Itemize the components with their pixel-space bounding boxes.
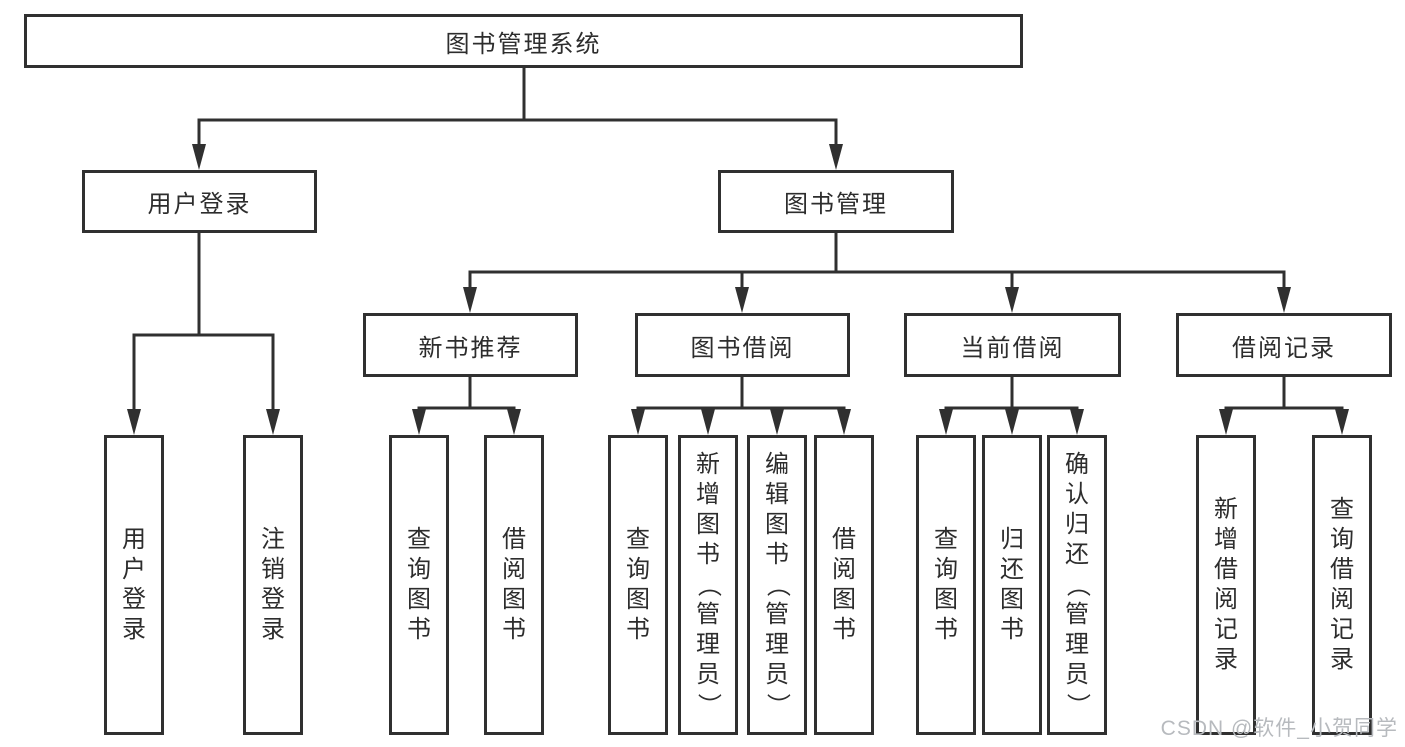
- leaf-newbook-borrow-books-label: 借阅图书: [502, 526, 526, 643]
- leaf-add-borrow-record: 新增借阅记录: [1196, 435, 1256, 735]
- arrowhead-bb-edit: [770, 409, 784, 435]
- arrowhead-bb-query: [631, 409, 645, 435]
- node-new-book-recommend: 新书推荐: [363, 313, 578, 377]
- book-management-connectors: [463, 233, 1291, 313]
- arrowhead-cb-query: [939, 409, 953, 435]
- leaf-borrow-query-books: 查询图书: [608, 435, 668, 735]
- node-new-book-recommend-label: 新书推荐: [418, 334, 523, 362]
- leaf-add-books-admin: 新增图书（管理员）: [678, 435, 738, 735]
- arrowhead-new-book: [463, 287, 477, 313]
- arrowhead-current-borrow: [1005, 287, 1019, 313]
- node-book-borrow-label: 图书借阅: [690, 334, 795, 362]
- node-book-borrow: 图书借阅: [635, 313, 850, 377]
- arrowhead-borrow-records: [1277, 287, 1291, 313]
- leaf-current-query-books: 查询图书: [916, 435, 976, 735]
- leaf-return-books: 归还图书: [982, 435, 1042, 735]
- leaf-newbook-query-books: 查询图书: [389, 435, 449, 735]
- arrowhead-book-management: [829, 144, 843, 170]
- arrowhead-user-login: [192, 144, 206, 170]
- arrowhead-leaf-logout: [266, 409, 280, 435]
- leaf-borrow-query-books-label: 查询图书: [626, 526, 650, 643]
- current-borrow-group-connectors: [939, 377, 1084, 435]
- leaf-borrow-borrow-books: 借阅图书: [814, 435, 874, 735]
- node-borrow-records: 借阅记录: [1176, 313, 1392, 377]
- root-connectors: [192, 68, 843, 170]
- leaf-add-borrow-record-label: 新增借阅记录: [1214, 496, 1238, 673]
- leaf-query-borrow-record: 查询借阅记录: [1312, 435, 1372, 735]
- node-library-system: 图书管理系统: [24, 14, 1023, 68]
- arrowhead-cb-return: [1005, 409, 1019, 435]
- new-book-group-connectors: [412, 377, 521, 435]
- arrowhead-bb-add: [701, 409, 715, 435]
- leaf-user-login: 用户登录: [104, 435, 164, 735]
- arrowhead-nb-borrow: [507, 409, 521, 435]
- leaf-return-books-label: 归还图书: [1000, 526, 1024, 643]
- leaf-edit-books-admin-label: 编辑图书（管理员）: [764, 451, 791, 718]
- node-book-management: 图书管理: [718, 170, 954, 233]
- leaf-add-books-admin-label: 新增图书（管理员）: [695, 451, 722, 718]
- leaf-newbook-query-books-label: 查询图书: [407, 526, 431, 643]
- book-borrow-group-connectors: [631, 377, 851, 435]
- borrow-records-group-connectors: [1219, 377, 1349, 435]
- leaf-logout-label: 注销登录: [261, 526, 285, 643]
- node-library-system-label: 图书管理系统: [445, 30, 602, 58]
- node-borrow-records-label: 借阅记录: [1232, 334, 1336, 362]
- arrowhead-br-add: [1219, 409, 1233, 435]
- arrowhead-cb-confirm: [1070, 409, 1084, 435]
- leaf-confirm-return-admin: 确认归还（管理员）: [1047, 435, 1107, 735]
- leaf-logout: 注销登录: [243, 435, 303, 735]
- watermark: CSDN @软件_小贺同学: [1160, 717, 1398, 740]
- arrowhead-leaf-login: [127, 409, 141, 435]
- leaf-edit-books-admin: 编辑图书（管理员）: [747, 435, 807, 735]
- leaf-newbook-borrow-books: 借阅图书: [484, 435, 544, 735]
- leaf-user-login-label: 用户登录: [122, 526, 146, 643]
- node-user-login-label: 用户登录: [147, 191, 252, 218]
- leaf-query-borrow-record-label: 查询借阅记录: [1330, 496, 1354, 673]
- arrowhead-br-query: [1335, 409, 1349, 435]
- node-user-login: 用户登录: [82, 170, 317, 233]
- user-login-connectors: [127, 233, 280, 435]
- leaf-borrow-borrow-books-label: 借阅图书: [832, 526, 856, 643]
- node-book-management-label: 图书管理: [784, 191, 888, 218]
- arrowhead-nb-query: [412, 409, 426, 435]
- node-current-borrow: 当前借阅: [904, 313, 1121, 377]
- node-current-borrow-label: 当前借阅: [960, 334, 1065, 362]
- arrowhead-book-borrow: [735, 287, 749, 313]
- leaf-current-query-books-label: 查询图书: [934, 526, 958, 643]
- arrowhead-bb-borrow: [837, 409, 851, 435]
- leaf-confirm-return-admin-label: 确认归还（管理员）: [1064, 451, 1091, 718]
